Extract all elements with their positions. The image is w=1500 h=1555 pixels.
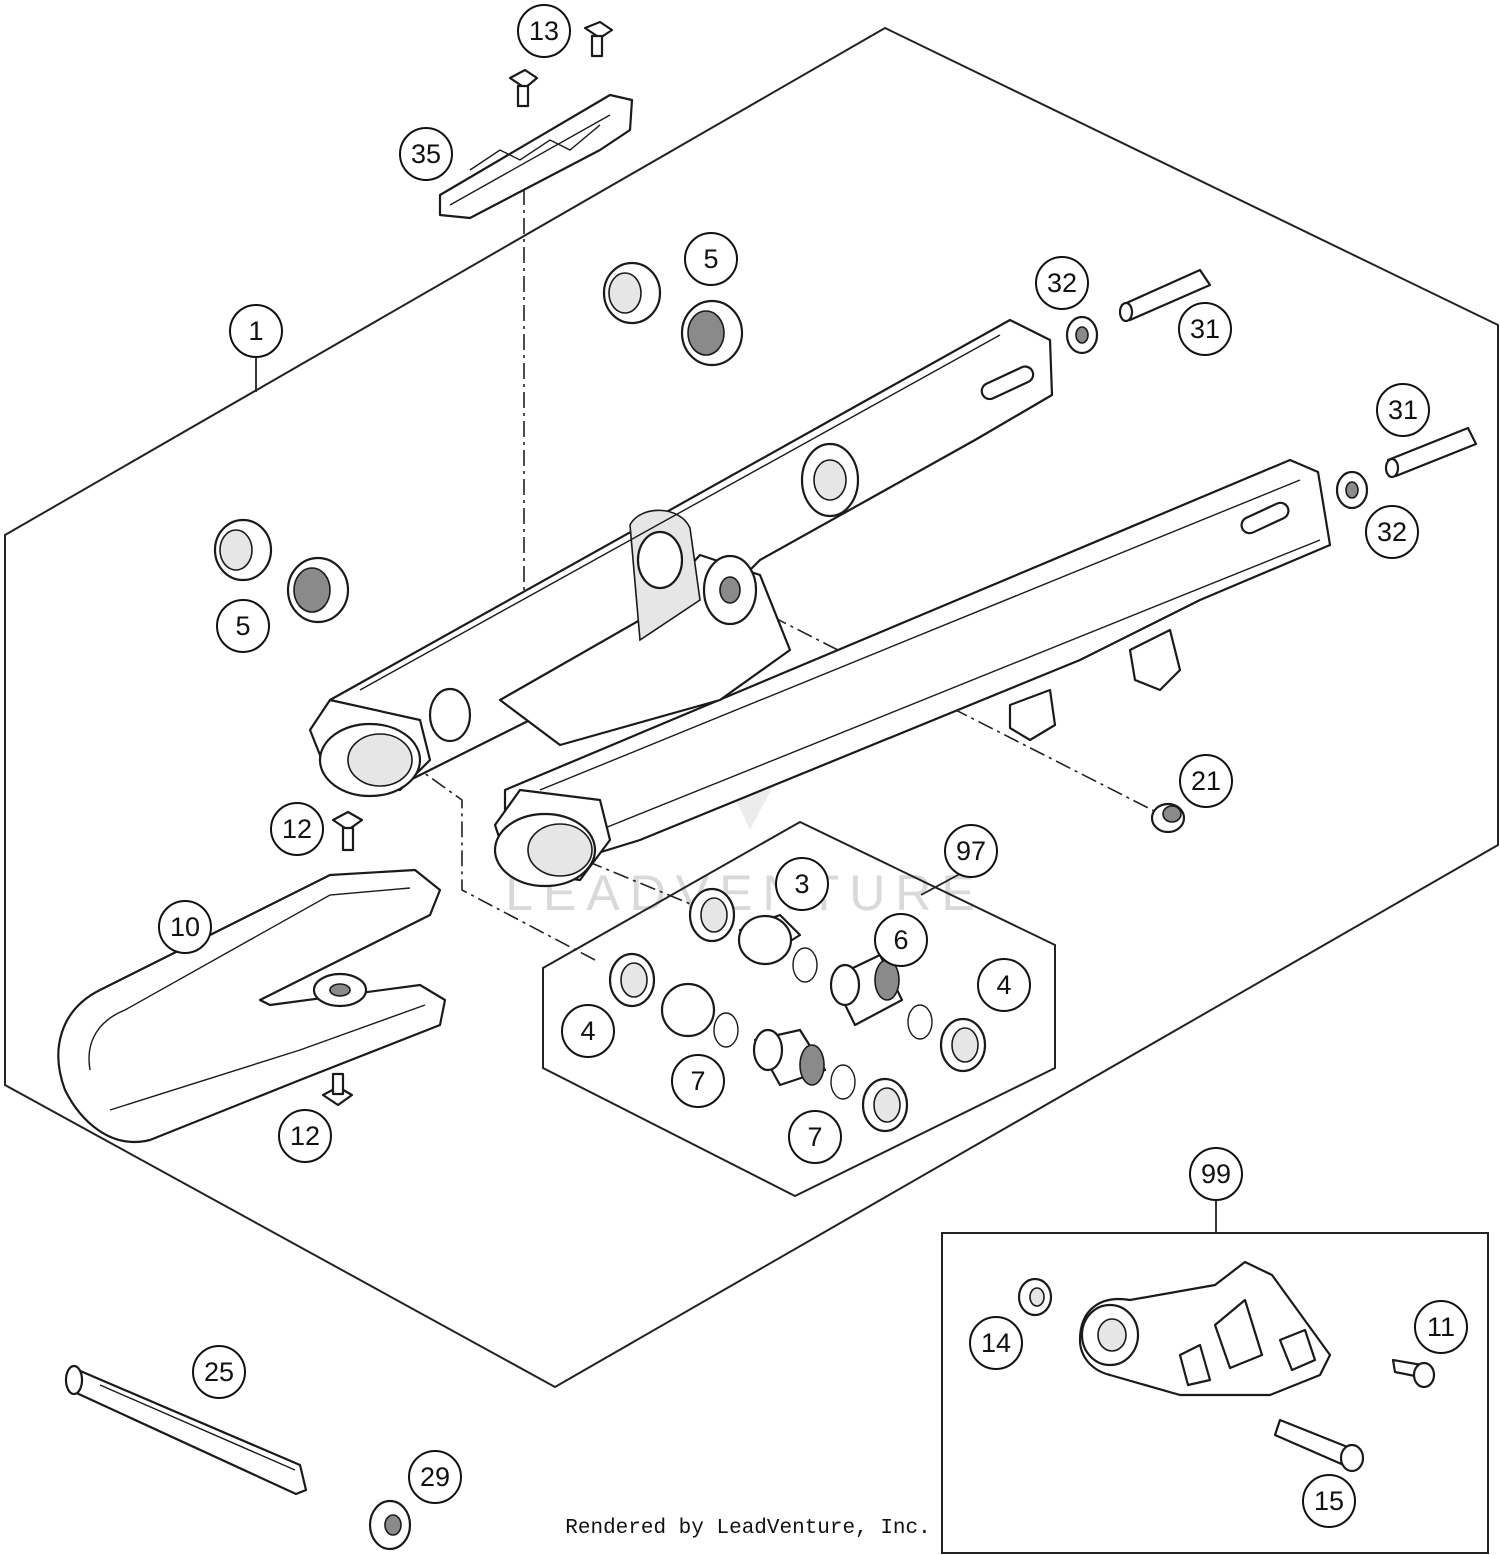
callout-31: 31 <box>1376 383 1430 437</box>
svg-text:4: 4 <box>580 1016 595 1046</box>
svg-text:21: 21 <box>1191 766 1221 796</box>
svg-text:25: 25 <box>204 1357 234 1387</box>
callout-35: 35 <box>399 127 453 181</box>
callout-15: 15 <box>1302 1474 1356 1528</box>
callout-10: 10 <box>158 900 212 954</box>
svg-text:4: 4 <box>996 970 1011 1000</box>
svg-text:12: 12 <box>282 814 312 844</box>
svg-text:29: 29 <box>420 1462 450 1492</box>
callout-3: 3 <box>775 857 829 911</box>
svg-text:12: 12 <box>290 1121 320 1151</box>
svg-text:11: 11 <box>1427 1312 1455 1342</box>
svg-text:6: 6 <box>893 925 908 955</box>
svg-text:5: 5 <box>235 611 250 641</box>
svg-text:10: 10 <box>170 912 200 942</box>
adjuster-nuts-32 <box>1065 315 1369 510</box>
callout-14: 14 <box>969 1316 1023 1370</box>
callout-6: 6 <box>874 913 928 967</box>
pivot-caps-upper <box>602 261 744 367</box>
callout-32: 32 <box>1365 505 1419 559</box>
chain-guide-parts <box>1017 1260 1436 1473</box>
callout-5: 5 <box>684 232 738 286</box>
svg-text:31: 31 <box>1190 314 1220 344</box>
svg-text:99: 99 <box>1201 1159 1231 1189</box>
kit-outline-99 <box>941 1232 1489 1554</box>
svg-text:97: 97 <box>956 836 986 866</box>
callout-29: 29 <box>408 1450 462 1504</box>
screws-12 <box>321 810 364 1107</box>
credit-text: Rendered by LeadVenture, Inc. <box>565 1517 930 1540</box>
svg-text:14: 14 <box>981 1328 1011 1358</box>
callout-31: 31 <box>1178 302 1232 356</box>
svg-text:5: 5 <box>703 244 718 274</box>
svg-text:35: 35 <box>411 139 441 169</box>
svg-text:31: 31 <box>1388 395 1418 425</box>
svg-text:13: 13 <box>529 16 559 46</box>
adjuster-pins-31 <box>1118 268 1478 479</box>
callout-5: 5 <box>216 599 270 653</box>
callout-12: 12 <box>278 1109 332 1163</box>
plug-21 <box>1150 802 1186 834</box>
pivot-bolt-25 <box>64 1364 308 1496</box>
callout-25: 25 <box>192 1345 246 1399</box>
svg-text:1: 1 <box>248 316 263 346</box>
svg-text:32: 32 <box>1047 268 1077 298</box>
callout-99: 99 <box>1189 1147 1243 1201</box>
pivot-nut-29 <box>368 1499 412 1551</box>
callout-12: 12 <box>270 802 324 856</box>
callout-13: 13 <box>517 4 571 58</box>
svg-text:7: 7 <box>690 1066 705 1096</box>
svg-text:7: 7 <box>807 1122 822 1152</box>
callout-7: 7 <box>671 1054 725 1108</box>
callout-4: 4 <box>977 958 1031 1012</box>
kit-outline-97 <box>542 820 1056 1198</box>
screws-13 <box>508 20 614 108</box>
callout-21: 21 <box>1179 754 1233 808</box>
chain-slider-top <box>438 93 634 220</box>
callout-32: 32 <box>1035 256 1089 310</box>
callout-1: 1 <box>229 304 283 358</box>
swingarm <box>308 318 1332 888</box>
kit-outline-1 <box>4 26 1499 1389</box>
svg-text:32: 32 <box>1377 517 1407 547</box>
svg-text:15: 15 <box>1314 1486 1344 1516</box>
callout-7: 7 <box>788 1110 842 1164</box>
pivot-caps-lower <box>213 518 350 624</box>
svg-text:3: 3 <box>794 869 809 899</box>
bearing-kit-parts <box>608 887 987 1133</box>
callout-97: 97 <box>944 824 998 878</box>
callout-11: 11 <box>1414 1300 1468 1354</box>
chain-slider <box>57 868 447 1143</box>
callout-4: 4 <box>561 1004 615 1058</box>
